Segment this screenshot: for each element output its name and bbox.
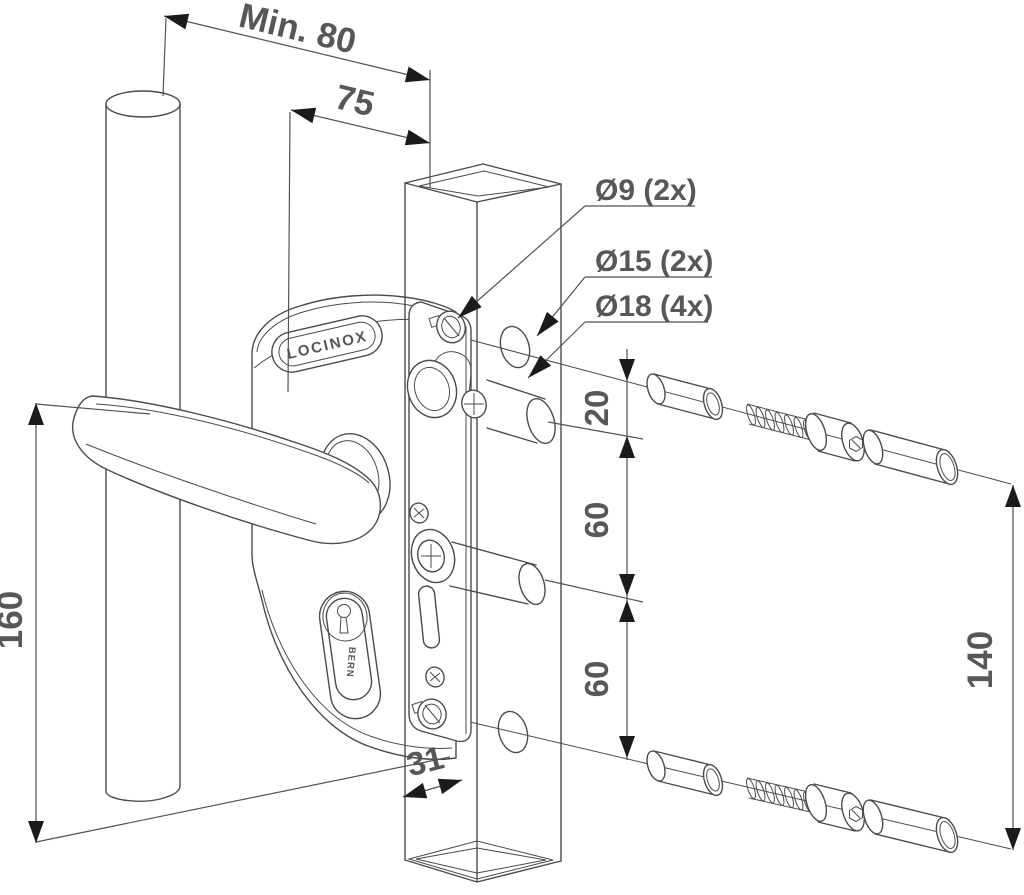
tube-hole-top [499,325,531,369]
callout-dia9: Ø9 (2x) [457,174,697,319]
d60-lower-label: 60 [578,661,615,698]
bottom-fixing-screw [411,698,447,730]
keyhole [337,604,351,618]
gate-handle [72,395,381,545]
dimension-75: 75 [287,77,431,393]
spacer-tube-bottom [646,750,724,797]
d160-label: 160 [0,591,30,649]
cap-sleeve-top [862,429,959,486]
d20-label: 20 [578,390,615,427]
dimension-chain-20-60-60: 20 60 60 [544,349,644,760]
dimension-31: 31 [402,738,463,799]
screw-assembly-bottom [646,750,959,854]
dia18-label: Ø18 (4x) [595,290,713,323]
adjustment-slot [417,585,441,649]
hex-socket-top [849,435,863,453]
top-fixing-screw [428,310,466,344]
socket-screw-top [746,403,865,462]
bottom-screw-axis [469,721,1012,850]
small-screw-upper [409,502,429,524]
socket-screw-bottom [746,777,865,832]
hex-socket-bottom [849,805,863,823]
d75-label: 75 [331,77,378,124]
square-tube [404,163,562,883]
d140-label: 140 [961,631,1000,689]
callout-dia15: Ø15 (2x) [536,245,713,337]
d60-upper-label: 60 [578,502,615,539]
tube-hole-bottom [497,710,529,754]
dia15-label: Ø15 (2x) [595,245,713,278]
callout-dia18: Ø18 (4x) [527,290,713,379]
dimension-min-80: Min. 80 [162,0,431,188]
top-fixing-pin [406,359,556,445]
spacer-tube-top [646,373,724,421]
small-screw-lower [425,666,445,688]
d31-label: 31 [403,738,448,783]
cap-sleeve-bottom [862,799,959,854]
locinox-badge: LOCINOX [271,315,383,373]
cylinder-brand-label: BERN [344,646,358,678]
min-80-label: Min. 80 [235,0,359,62]
top-screw-axis [451,334,1012,485]
dia9-label: Ø9 (2x) [595,174,697,207]
euro-cylinder: BERN [318,590,382,720]
screw-assembly-top [646,373,959,486]
dimension-160: 160 [0,403,451,843]
dimension-140: 140 [961,485,1021,850]
middle-fixing-pin [410,528,546,606]
